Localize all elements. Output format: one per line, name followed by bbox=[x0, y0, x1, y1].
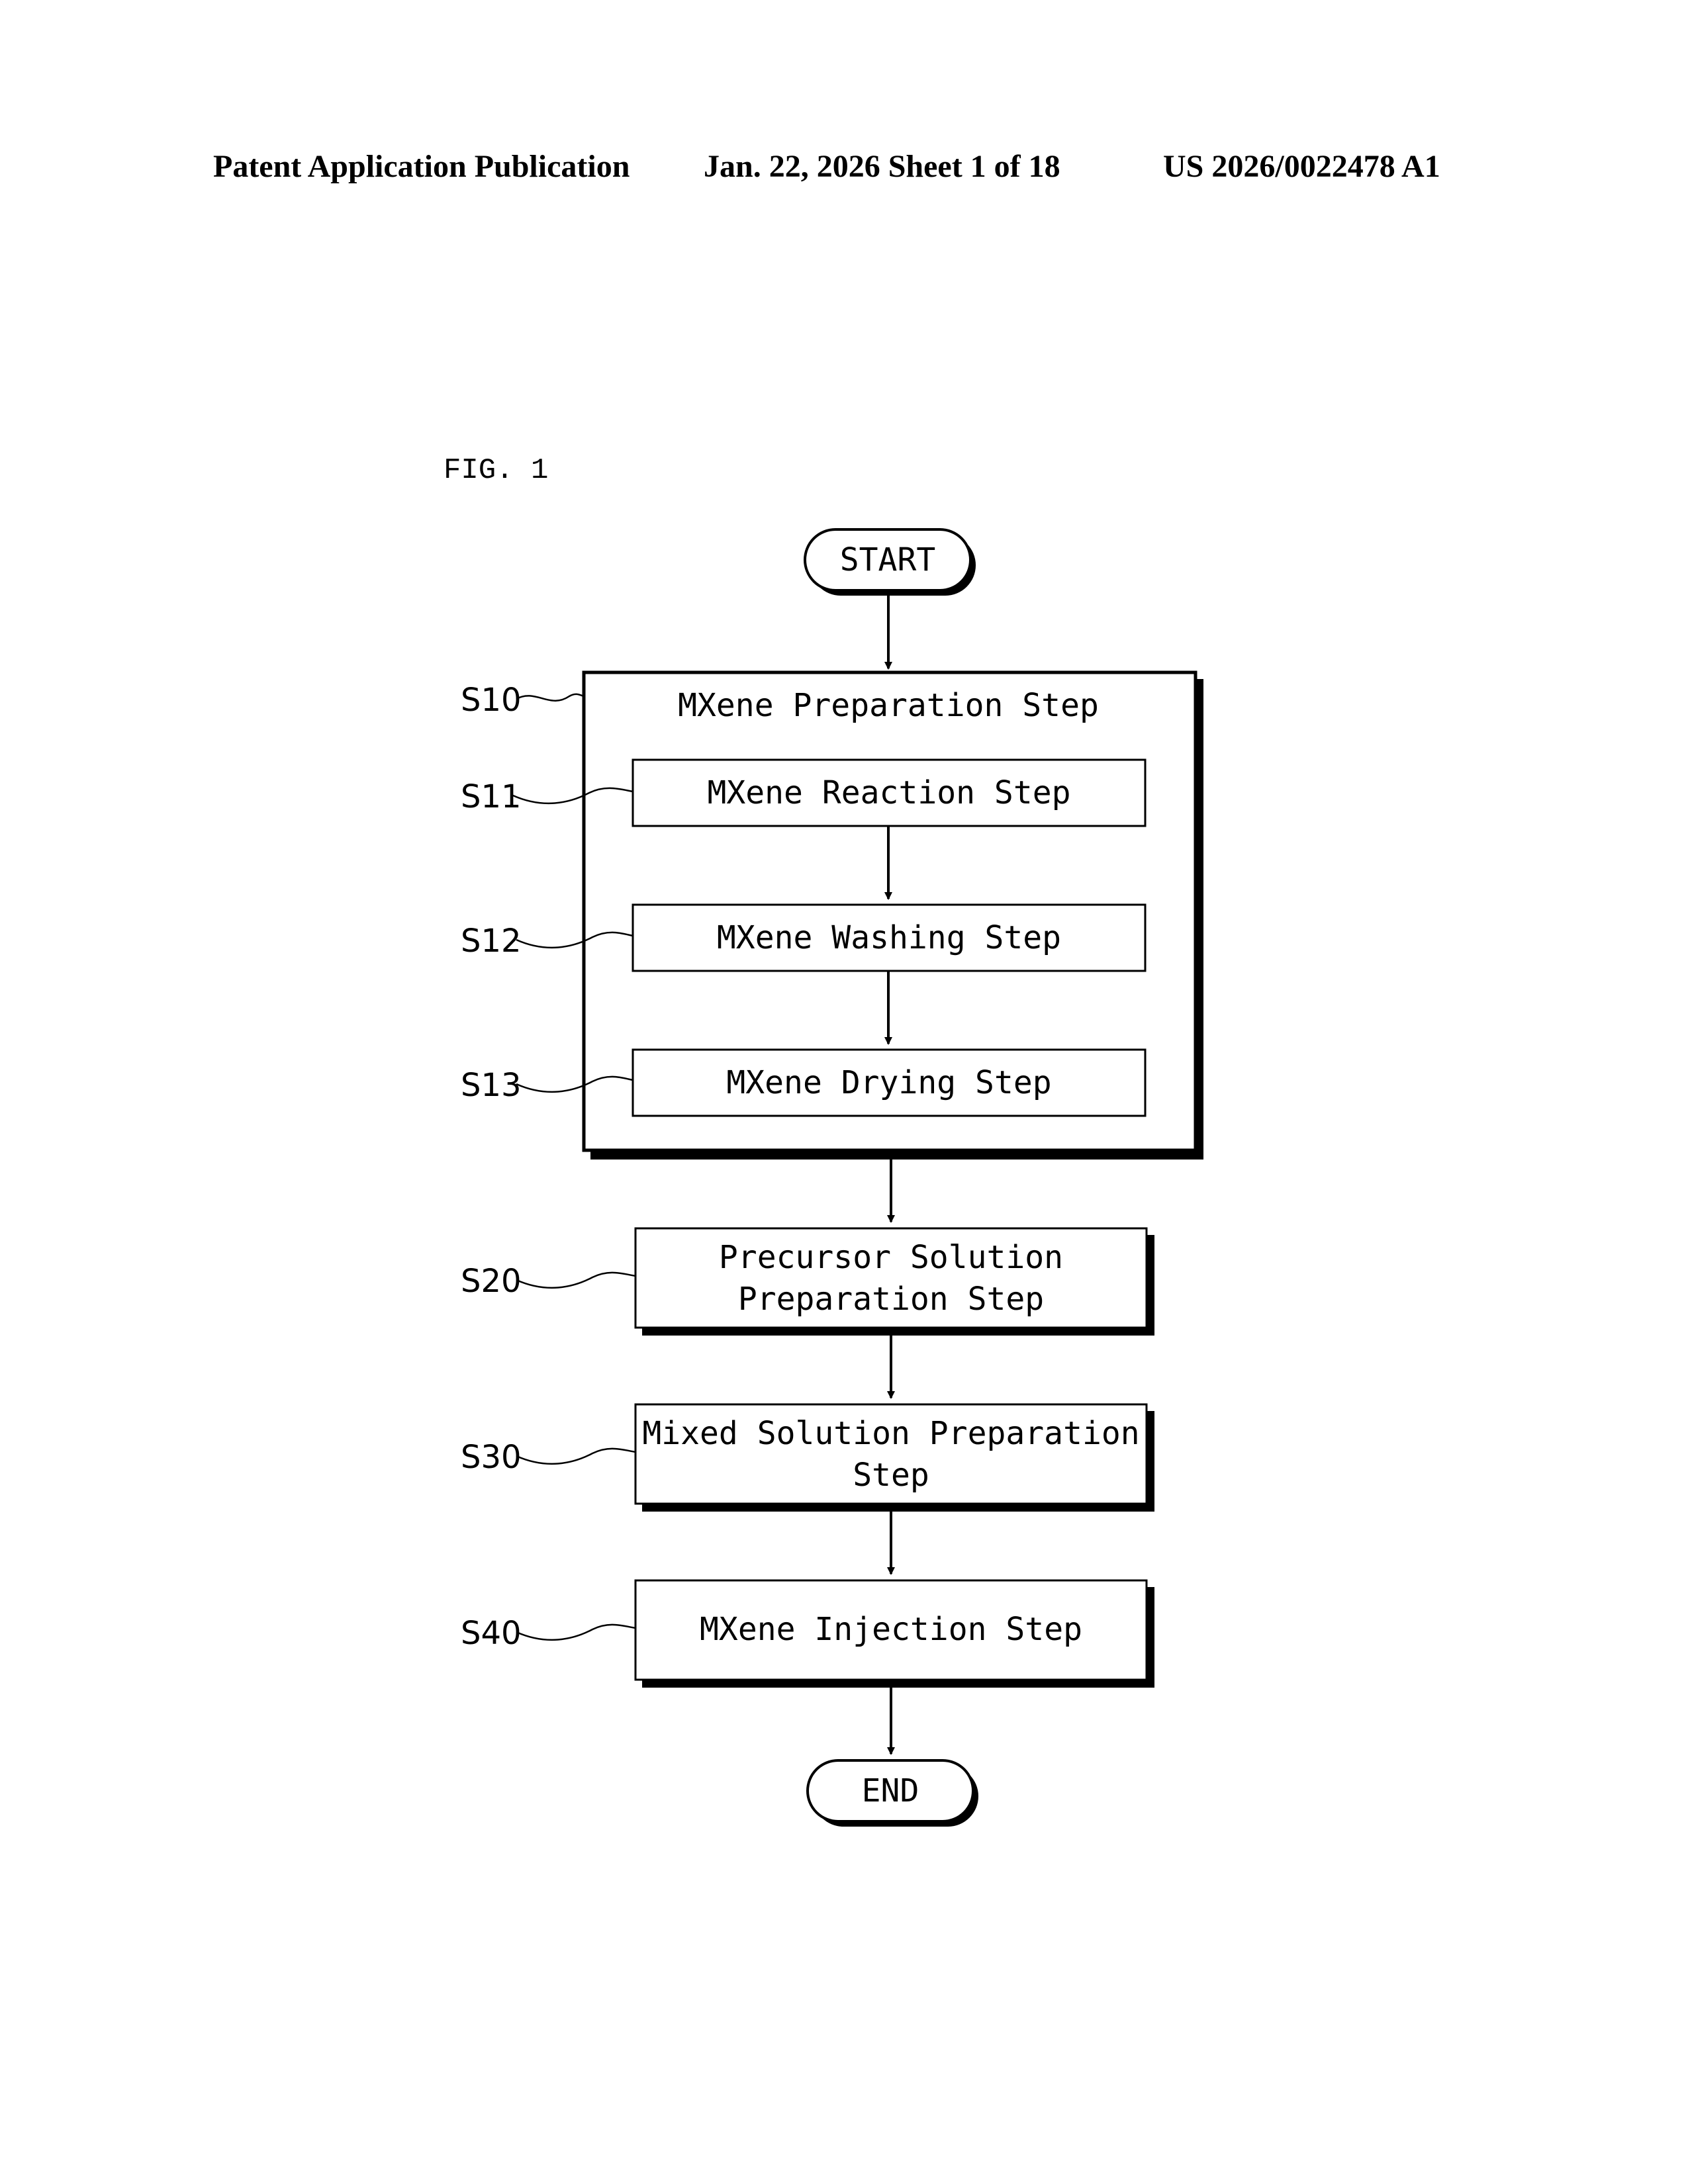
s20-ref-label: S20 bbox=[461, 1263, 522, 1300]
s10-ref-label: S10 bbox=[461, 682, 522, 719]
s12-box: MXene Washing Step bbox=[633, 905, 1145, 971]
s13-label: MXene Drying Step bbox=[726, 1064, 1051, 1101]
s20-reference: S20 bbox=[461, 1263, 635, 1300]
s40-box: MXene Injection Step bbox=[635, 1580, 1154, 1688]
s30-box: Mixed Solution Preparation Step bbox=[635, 1404, 1154, 1512]
s40-reference: S40 bbox=[461, 1615, 635, 1652]
s30-label-line2: Step bbox=[853, 1457, 929, 1494]
end-terminal: END bbox=[808, 1760, 978, 1827]
s20-label-line2: Preparation Step bbox=[738, 1281, 1044, 1318]
s30-leader-line bbox=[516, 1449, 635, 1464]
s40-leader-line bbox=[516, 1625, 635, 1640]
s40-ref-label: S40 bbox=[461, 1615, 522, 1652]
s40-label: MXene Injection Step bbox=[700, 1611, 1082, 1648]
s13-ref-label: S13 bbox=[461, 1067, 522, 1104]
s11-box: MXene Reaction Step bbox=[633, 760, 1145, 826]
s10-leader-line bbox=[516, 694, 584, 701]
s11-label: MXene Reaction Step bbox=[707, 774, 1070, 811]
s12-label: MXene Washing Step bbox=[717, 919, 1061, 956]
start-label: START bbox=[840, 541, 936, 578]
start-terminal: START bbox=[805, 529, 976, 596]
s30-reference: S30 bbox=[461, 1439, 635, 1476]
s30-label-line1: Mixed Solution Preparation bbox=[642, 1415, 1139, 1452]
s10-title: MXene Preparation Step bbox=[678, 687, 1099, 724]
s10-reference: S10 bbox=[461, 682, 584, 719]
s30-ref-label: S30 bbox=[461, 1439, 522, 1476]
s20-leader-line bbox=[516, 1273, 635, 1288]
s11-ref-label: S11 bbox=[461, 778, 522, 815]
end-label: END bbox=[862, 1772, 919, 1809]
s20-box: Precursor Solution Preparation Step bbox=[635, 1228, 1154, 1336]
s13-box: MXene Drying Step bbox=[633, 1050, 1145, 1116]
s12-ref-label: S12 bbox=[461, 923, 522, 960]
s20-label-line1: Precursor Solution bbox=[719, 1239, 1063, 1276]
